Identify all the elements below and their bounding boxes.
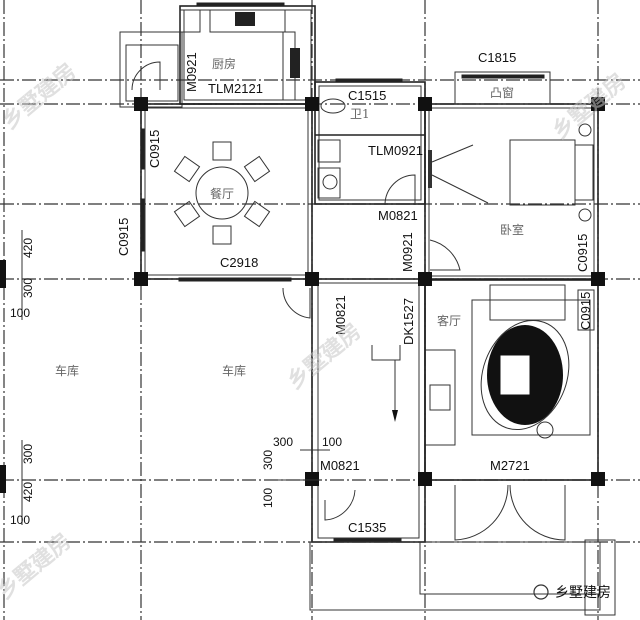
dim-left-upper-1: 420 (21, 238, 35, 258)
sink-icon (235, 12, 255, 26)
watermark: 乡墅建房 (282, 318, 366, 394)
room-label-bay-window: 凸窗 (490, 86, 514, 100)
watermark: 乡墅建房 (0, 58, 81, 134)
label-living-side-window: C0915 (578, 292, 593, 330)
label-bedroom-side-window: C0915 (575, 234, 590, 272)
dim-left-upper-3: 100 (10, 306, 30, 320)
fridge (179, 9, 201, 33)
dimension-marks (21, 230, 330, 525)
wechat-icon (533, 584, 549, 600)
label-bath-window: C1515 (348, 88, 386, 103)
dim-left-lower-1: 300 (21, 444, 35, 464)
label-bedroom-window: C1815 (478, 50, 516, 65)
dim-mid-2: 100 (322, 435, 342, 449)
label-garage-door: M0821 (333, 295, 348, 335)
stove-icon (290, 48, 300, 78)
washbasin-icon (322, 174, 338, 190)
watermark: 乡墅建房 (0, 528, 76, 604)
label-stair-window: C1535 (348, 520, 386, 535)
logo: 乡墅建房 (533, 584, 611, 601)
room-label-garage-right: 车库 (222, 363, 246, 378)
toilet-icon (320, 98, 346, 114)
label-kitchen-door: M0921 (184, 52, 199, 92)
label-bedroom-door: M0921 (400, 232, 415, 272)
label-dining-window-2: C0915 (116, 218, 131, 256)
label-stair-opening: DK1527 (401, 298, 416, 345)
dim-mid-4: 100 (261, 488, 275, 508)
label-entry-door-side: M0821 (320, 458, 360, 473)
label-bath-door: M0821 (378, 208, 418, 223)
label-dining-window-3: C2918 (220, 255, 258, 270)
bed-icon (509, 139, 576, 206)
label-bath-slide: TLM0921 (368, 143, 423, 158)
room-label-bedroom: 卧室 (500, 222, 524, 237)
stair-arrow (371, 345, 401, 420)
bedroom-door-swing (429, 239, 461, 271)
room-label-living: 客厅 (437, 313, 461, 328)
columns (134, 97, 605, 486)
dining-table-icon (173, 141, 271, 245)
label-dining-window-1: C0915 (147, 130, 162, 168)
logo-text: 乡墅建房 (555, 585, 611, 601)
room-label-dining: 餐厅 (210, 186, 234, 201)
dim-mid-1: 300 (273, 435, 293, 449)
kitchen-door-swing (131, 61, 161, 91)
walls (0, 2, 616, 616)
room-label-bathroom: 卫1 (350, 107, 370, 121)
label-main-door: M2721 (490, 458, 530, 473)
label-kitchen-slide: TLM2121 (208, 81, 263, 96)
dim-mid-3: 300 (261, 450, 275, 470)
dim-left-upper-2: 300 (21, 278, 35, 298)
room-label-garage-left: 车库 (55, 363, 79, 378)
dim-left-lower-3: 100 (10, 513, 30, 527)
room-label-kitchen: 厨房 (212, 56, 236, 71)
dim-left-lower-2: 420 (21, 482, 35, 502)
